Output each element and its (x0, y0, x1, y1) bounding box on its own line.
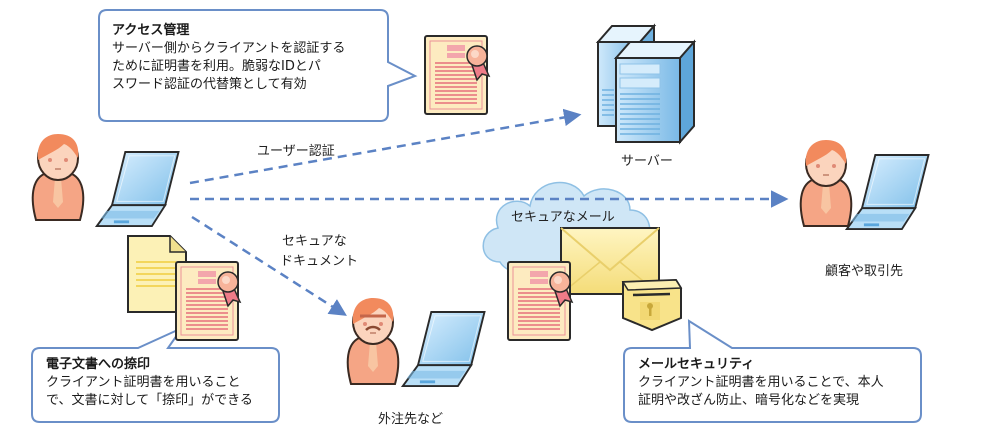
callout-mail: メールセキュリティ クライアント証明書を用いることで、本人 証明や改ざん防止、暗… (638, 356, 884, 410)
label-customer: 顧客や取引先 (825, 264, 904, 279)
contractor-with-laptop-icon (346, 297, 486, 388)
label-user-auth: ユーザー認証 (257, 144, 335, 159)
arrow-user-auth (189, 108, 582, 185)
label-server: サーバー (621, 154, 673, 169)
callout-seal: 電子文書への捺印 クライアント証明書を用いること で、文書に対して「捺印」ができ… (46, 356, 253, 410)
lock-shield-icon (621, 278, 683, 332)
callout-access-line: ために証明書を利用。脆弱なIDとパ (112, 59, 321, 74)
certificate-icon (424, 35, 490, 115)
label-secure-doc-1: セキュアな (282, 234, 347, 249)
label-secure-mail: セキュアなメール (511, 210, 615, 225)
label-secure-doc-2: ドキュメント (280, 254, 359, 269)
callout-access-line: サーバー側からクライアントを認証する (112, 41, 346, 56)
callout-seal-line: クライアント証明書を用いること (46, 375, 241, 390)
label-contractor: 外注先など (378, 412, 444, 427)
certificate-mail-icon (507, 261, 573, 341)
document-icon (127, 235, 187, 313)
callout-mail-bubble (623, 319, 922, 423)
user-with-laptop-icon (31, 133, 180, 228)
server-icon (595, 23, 697, 145)
customer-with-laptop-icon (799, 139, 930, 231)
callout-mail-title: メールセキュリティ (638, 357, 755, 372)
certificate-seal-icon (175, 261, 241, 341)
callout-access-title: アクセス管理 (112, 23, 190, 38)
callout-mail-line: 証明や改ざん防止、暗号化などを実現 (638, 393, 860, 408)
callout-seal-line: で、文書に対して「捺印」ができる (46, 393, 253, 408)
callout-access-bubble (98, 9, 418, 122)
callout-access-line: スワード認証の代替策として有効 (112, 77, 307, 92)
arrow-secure-document (191, 215, 347, 316)
callout-seal-bubble (31, 325, 280, 423)
callout-mail-line: クライアント証明書を用いることで、本人 (638, 375, 884, 390)
callout-access: アクセス管理 サーバー側からクライアントを認証する ために証明書を利用。脆弱なI… (112, 22, 345, 94)
callout-seal-title: 電子文書への捺印 (46, 357, 151, 372)
